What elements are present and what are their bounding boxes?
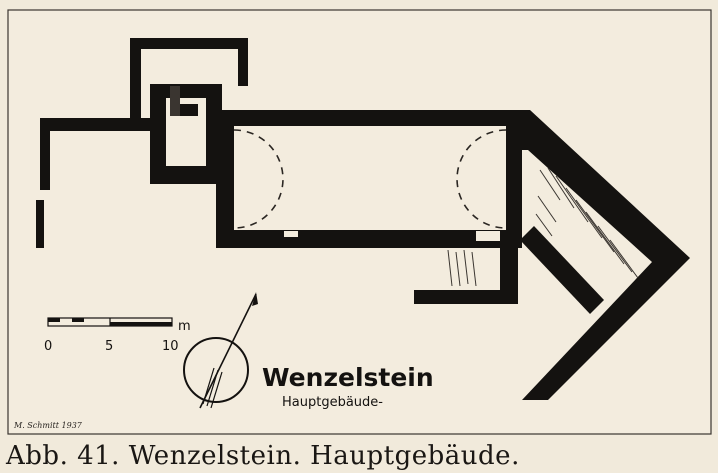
hall-opening-1 (284, 231, 298, 237)
west-wall-top (44, 118, 154, 131)
figure-caption: Abb. 41. Wenzelstein. Hauptgebäude. (6, 441, 520, 471)
scale-tick-5: 5 (105, 339, 113, 354)
spur-hatching (535, 167, 639, 279)
apse-arcs (233, 129, 507, 229)
keep-hatch (170, 86, 180, 116)
spur-inner-wall (520, 226, 604, 314)
apse-arc-east (456, 129, 507, 229)
hall-wall-left (216, 110, 234, 248)
hall-opening-2 (476, 231, 500, 241)
annex-wall-bottom (414, 290, 518, 304)
spur-wall (512, 110, 690, 400)
scale-tick-0: 0 (44, 339, 52, 354)
scale-bar: 0 5 10 m (44, 317, 191, 354)
keep-wall-bottom (150, 166, 222, 184)
north-arrow-icon (183, 292, 258, 409)
scale-bar-fill-3 (110, 322, 172, 326)
keep-wall-top (150, 84, 222, 98)
scale-unit: m (178, 319, 191, 334)
tower-wall-top (130, 38, 248, 49)
plan-label-title: Wenzelstein (262, 363, 434, 392)
hall-wall-bottom (216, 230, 520, 248)
hall-wall-top (218, 110, 520, 126)
tower-wall-right (238, 38, 248, 86)
keep-wall-left (150, 84, 166, 184)
annex-wall-right (500, 246, 518, 302)
scale-tick-10: 10 (162, 339, 179, 354)
apse-arc-west (233, 129, 284, 229)
annex-hatching (447, 249, 477, 287)
building-plan (36, 38, 690, 400)
artist-signature: M. Schmitt 1937 (13, 421, 83, 430)
west-wall-fragment (36, 200, 44, 248)
scale-bar-fill-2 (72, 318, 84, 322)
west-wall-left (40, 118, 50, 190)
scale-bar-fill-1 (48, 318, 60, 322)
tower-wall-left (130, 38, 141, 118)
plan-label-subtitle: Hauptgebäude- (282, 395, 383, 410)
